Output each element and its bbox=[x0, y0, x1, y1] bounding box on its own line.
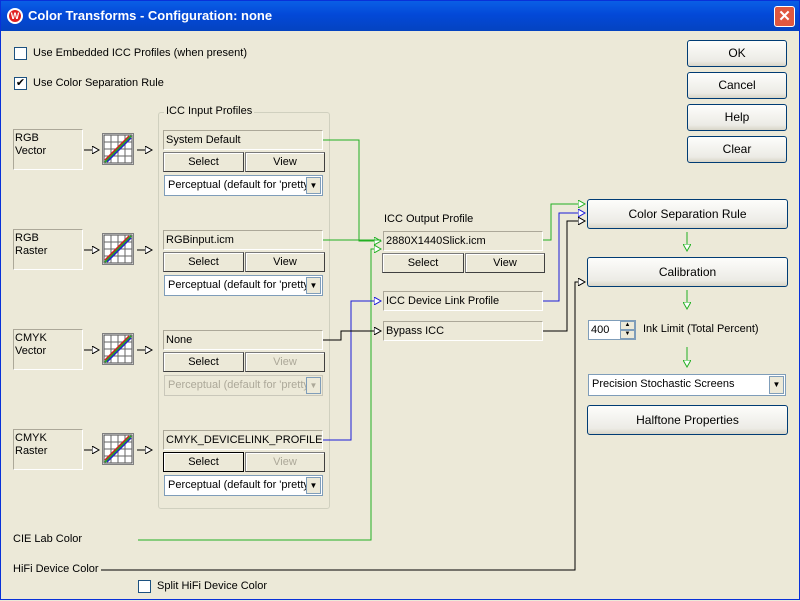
rgb-vector-label: RGB Vector bbox=[13, 129, 83, 170]
close-button[interactable]: ✕ bbox=[774, 6, 795, 27]
cancel-button[interactable]: Cancel bbox=[687, 72, 787, 99]
rgb-raster-select-button[interactable]: Select bbox=[163, 252, 244, 272]
color-transform-icon bbox=[102, 333, 134, 365]
ink-limit-stepper[interactable]: 400 ▲ ▼ bbox=[588, 320, 636, 340]
embedded-icc-checkbox[interactable] bbox=[14, 47, 27, 60]
calibration-button[interactable]: Calibration bbox=[587, 257, 788, 287]
hifi-device-color-label: HiFi Device Color bbox=[13, 563, 99, 575]
split-hifi-checkbox[interactable] bbox=[138, 580, 151, 593]
clear-button[interactable]: Clear bbox=[687, 136, 787, 163]
spin-down-icon[interactable]: ▼ bbox=[620, 330, 635, 339]
ink-limit-value: 400 bbox=[591, 324, 610, 336]
cmyk-raster-profile-field: CMYK_DEVICELINK_PROFILE.ic bbox=[163, 430, 323, 450]
cmyk-vector-view-button[interactable]: View bbox=[245, 352, 325, 372]
halftone-properties-button[interactable]: Halftone Properties bbox=[587, 405, 788, 435]
screening-dropdown[interactable]: Precision Stochastic Screens▼ bbox=[588, 374, 786, 396]
chevron-down-icon: ▼ bbox=[306, 377, 321, 394]
split-hifi-label: Split HiFi Device Color bbox=[157, 580, 268, 592]
cmyk-raster-label: CMYK Raster bbox=[13, 429, 83, 470]
ok-button[interactable]: OK bbox=[687, 40, 787, 67]
cmyk-raster-view-button[interactable]: View bbox=[245, 452, 325, 472]
rgb-raster-view-button[interactable]: View bbox=[245, 252, 325, 272]
color-transform-icon bbox=[102, 133, 134, 165]
rgb-vector-profile-field: System Default bbox=[163, 130, 323, 150]
output-view-button[interactable]: View bbox=[465, 253, 545, 273]
ink-limit-label: Ink Limit (Total Percent) bbox=[643, 323, 759, 335]
cmyk-vector-intent-dropdown[interactable]: Perceptual (default for 'pretty▼ bbox=[164, 375, 323, 396]
chevron-down-icon: ▼ bbox=[306, 477, 321, 494]
color-separation-rule-button[interactable]: Color Separation Rule bbox=[587, 199, 788, 229]
chevron-down-icon: ▼ bbox=[306, 277, 321, 294]
rgb-vector-select-button[interactable]: Select bbox=[163, 152, 244, 172]
output-profile-field: 2880X1440Slick.icm bbox=[383, 231, 543, 251]
embedded-icc-label: Use Embedded ICC Profiles (when present) bbox=[33, 47, 247, 59]
cmyk-vector-profile-field: None bbox=[163, 330, 323, 350]
rgb-vector-view-button[interactable]: View bbox=[245, 152, 325, 172]
color-transform-icon bbox=[102, 433, 134, 465]
color-sep-rule-checkbox[interactable]: ✔ bbox=[14, 77, 27, 90]
color-transform-icon bbox=[102, 233, 134, 265]
window-title: Color Transforms - Configuration: none bbox=[28, 8, 273, 23]
cmyk-vector-select-button[interactable]: Select bbox=[163, 352, 244, 372]
cie-lab-color-label: CIE Lab Color bbox=[13, 533, 83, 545]
chevron-down-icon: ▼ bbox=[306, 177, 321, 194]
device-link-profile-field: ICC Device Link Profile bbox=[383, 291, 543, 311]
color-sep-rule-label: Use Color Separation Rule bbox=[33, 77, 164, 89]
row-arrows bbox=[84, 150, 152, 450]
rgb-raster-intent-dropdown[interactable]: Perceptual (default for 'pretty▼ bbox=[164, 275, 323, 296]
output-select-button[interactable]: Select bbox=[382, 253, 464, 273]
icc-input-profiles-title: ICC Input Profiles bbox=[164, 105, 255, 117]
rgb-raster-label: RGB Raster bbox=[13, 229, 83, 270]
title-bar: W Color Transforms - Configuration: none… bbox=[1, 1, 799, 31]
cmyk-raster-intent-dropdown[interactable]: Perceptual (default for 'pretty▼ bbox=[164, 475, 323, 496]
chevron-down-icon: ▼ bbox=[769, 376, 784, 394]
spin-up-icon[interactable]: ▲ bbox=[620, 321, 635, 330]
bypass-icc-field: Bypass ICC bbox=[383, 321, 543, 341]
help-button[interactable]: Help bbox=[687, 104, 787, 131]
cmyk-raster-select-button[interactable]: Select bbox=[163, 452, 244, 472]
rgb-raster-profile-field: RGBinput.icm bbox=[163, 230, 323, 250]
icc-output-profile-title: ICC Output Profile bbox=[384, 213, 474, 225]
rgb-vector-intent-dropdown[interactable]: Perceptual (default for 'pretty▼ bbox=[164, 175, 323, 196]
check-icon: ✔ bbox=[15, 77, 26, 89]
app-icon: W bbox=[7, 8, 23, 24]
cmyk-vector-label: CMYK Vector bbox=[13, 329, 83, 370]
